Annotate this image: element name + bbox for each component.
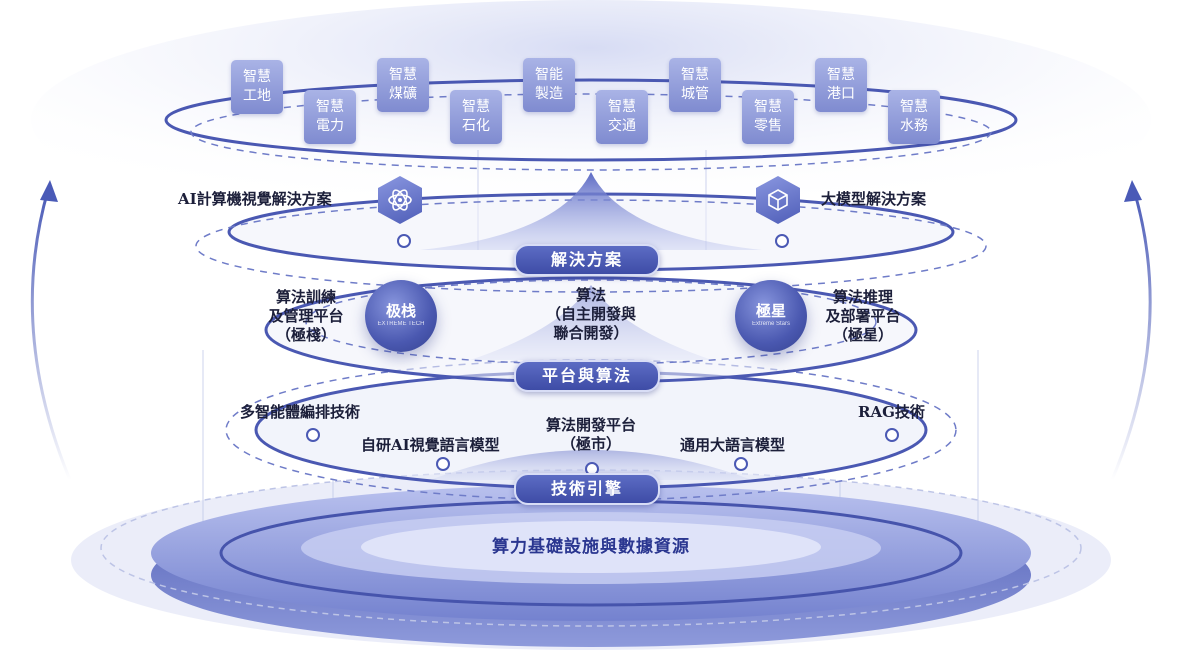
cv-solution-node bbox=[397, 234, 411, 248]
tile-smart-city: 智慧城管 bbox=[669, 58, 721, 112]
engine-tag: 技術引擎 bbox=[514, 473, 660, 505]
rag-node bbox=[885, 428, 899, 442]
left-arrow-head bbox=[40, 180, 58, 202]
llm-solution-node bbox=[775, 234, 789, 248]
solution-cone bbox=[420, 172, 762, 250]
training-platform-label: 算法訓練 及管理平台 （極棧） bbox=[268, 288, 344, 344]
solution-tag: 解決方案 bbox=[514, 244, 660, 276]
tile-smart-water: 智慧水務 bbox=[888, 90, 940, 144]
vlm-label: 自研AI視覺語言模型 bbox=[361, 436, 500, 454]
tile-smart-retail: 智慧零售 bbox=[742, 90, 794, 144]
tile-smart-traffic: 智慧交通 bbox=[596, 90, 648, 144]
platform-dashed-ring bbox=[305, 279, 877, 365]
tile-smart-construction: 智慧工地 bbox=[231, 60, 283, 114]
jizhan-logo: 极栈 EXTREME TECH bbox=[365, 280, 437, 352]
top-glow bbox=[31, 0, 1151, 240]
tile-smart-power: 智慧電力 bbox=[304, 90, 356, 144]
jixing-logo: 極星 Extreme Stars bbox=[735, 280, 807, 352]
base-core bbox=[361, 521, 821, 573]
tile-smart-petrochemical: 智慧石化 bbox=[450, 90, 502, 144]
multi-agent-label: 多智能體編排技術 bbox=[240, 403, 361, 421]
base-label: 算力基礎設施與數據資源 bbox=[492, 537, 690, 557]
engine-ring-fill bbox=[256, 372, 926, 488]
vlm-node bbox=[436, 457, 450, 471]
tile-smart-coal: 智慧煤礦 bbox=[377, 58, 429, 112]
algorithm-label: 算法 （自主開發與 聯合開發） bbox=[545, 286, 636, 342]
cv-solution-label: AI計算機視覺解決方案 bbox=[178, 190, 332, 208]
tile-smart-port: 智慧港口 bbox=[815, 58, 867, 112]
llm-node bbox=[734, 457, 748, 471]
llm-label: 通用大語言模型 bbox=[680, 436, 786, 454]
right-cycle-arrow bbox=[1110, 189, 1152, 481]
top-ring bbox=[164, 78, 1018, 162]
right-arrow-head bbox=[1124, 180, 1142, 202]
cv-solution-icon bbox=[378, 176, 422, 224]
left-cycle-arrow bbox=[30, 189, 72, 481]
platform-tag: 平台與算法 bbox=[514, 360, 660, 392]
inference-platform-label: 算法推理 及部署平台 （極星） bbox=[825, 288, 901, 344]
multi-agent-node bbox=[306, 428, 320, 442]
tile-smart-manufacturing: 智能製造 bbox=[523, 58, 575, 112]
llm-solution-label: 大模型解決方案 bbox=[821, 190, 927, 208]
top-dashed-ring bbox=[190, 93, 992, 171]
atom-icon bbox=[388, 189, 412, 211]
dev-platform-label: 算法開發平台 （極市） bbox=[545, 416, 636, 453]
rag-label: RAG技術 bbox=[858, 403, 925, 421]
cube-icon bbox=[768, 189, 788, 211]
